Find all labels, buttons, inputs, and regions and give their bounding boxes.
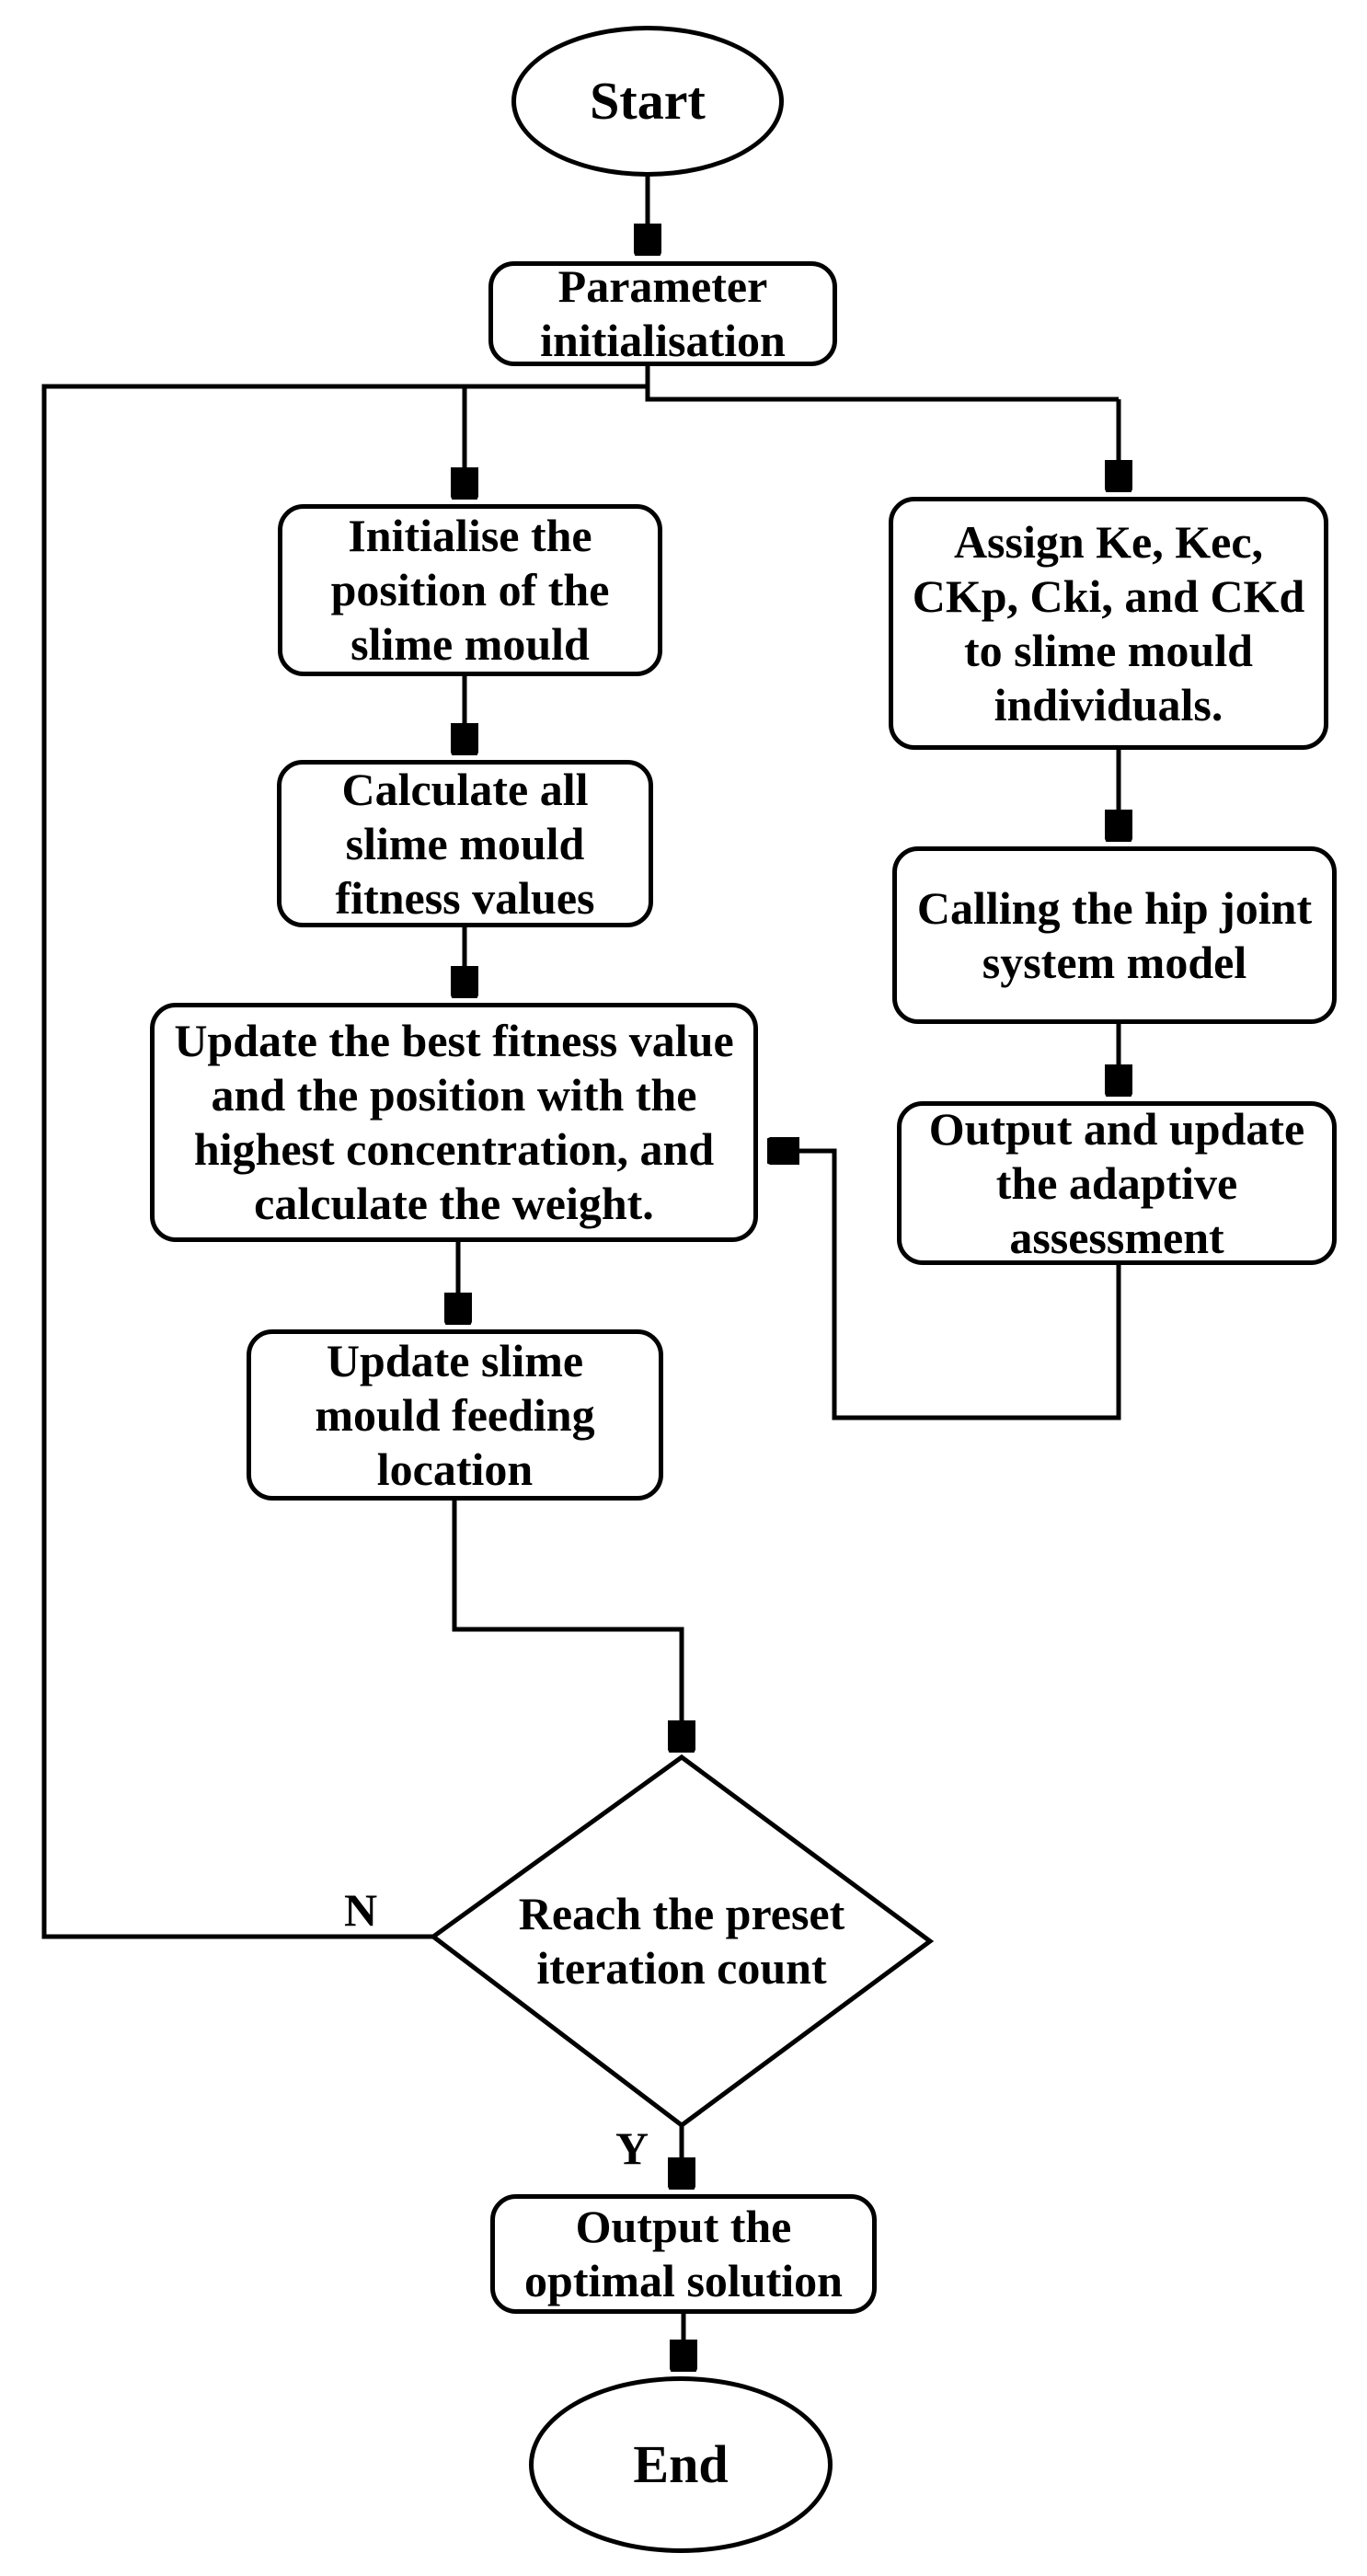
end-terminator: End (529, 2376, 833, 2553)
decision-yes-label: Y (615, 2122, 649, 2174)
output-optimal-solution-step: Output the optimal solution (490, 2194, 877, 2314)
output-adaptive-assessment-step: Output and update the adaptive assessmen… (897, 1101, 1337, 1265)
initialise-position-step: Initialise the position of the slime mou… (278, 504, 662, 676)
connector-feeding-to-decision (452, 1501, 682, 1751)
decision-no-label: N (343, 1883, 378, 1936)
connector-adaptive-feedback-to-update (769, 1151, 1121, 1420)
parameter-initialisation-step: Parameter initialisation (488, 260, 837, 366)
update-best-fitness-step: Update the best fitness value and the po… (150, 1003, 758, 1242)
connector-no-loop (41, 384, 648, 1939)
decision-diamond-shape (429, 1754, 935, 2129)
decision-diamond-label: Reach the preset iteration count (518, 1888, 845, 1994)
update-feeding-location-step: Update slime mould feeding location (247, 1329, 663, 1501)
start-terminator: Start (511, 26, 784, 177)
calculate-fitness-step: Calculate all slime mould fitness values (277, 760, 653, 927)
assign-gains-step: Assign Ke, Kec, CKp, Cki, and CKd to sli… (889, 497, 1328, 750)
connector-split-right (645, 366, 1119, 402)
calling-hip-joint-model-step: Calling the hip joint system model (892, 846, 1337, 1024)
